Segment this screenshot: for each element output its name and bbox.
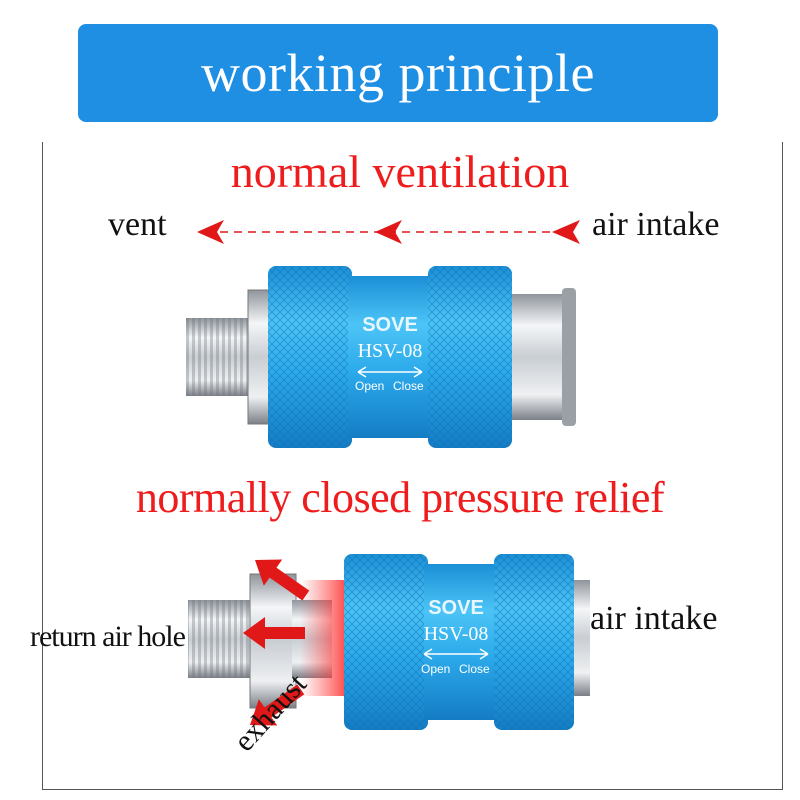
exhaust-glow [300, 580, 346, 696]
double-arrow-icon [423, 648, 489, 660]
return-air-hole-label: return air hole [30, 620, 186, 653]
close-label: Close [393, 379, 424, 393]
arrow-head-icon [552, 220, 580, 244]
air-intake-label-top: air intake [592, 206, 720, 243]
heading-pressure-relief: normally closed pressure relief [135, 473, 665, 522]
exhaust-arrows [243, 559, 310, 726]
model-label: HSV-08 [358, 340, 423, 362]
heading-normal-ventilation: normal ventilation [230, 146, 570, 197]
open-label: Open [355, 379, 384, 393]
content-frame [42, 142, 783, 790]
flow-arrow-top [197, 220, 580, 244]
arrow-up-left-icon [255, 559, 310, 601]
vent-label: vent [108, 206, 167, 243]
brand-mark: SOVE [428, 597, 484, 619]
title-banner: working principle [78, 24, 718, 122]
brand-mark: SOVE [362, 314, 418, 336]
double-arrow-icon [357, 366, 423, 378]
arrow-head-icon [197, 220, 224, 244]
valve-bottom: SOVE HSV-08 Open Close [188, 554, 590, 730]
arrow-down-left-icon [250, 684, 305, 726]
page-title: working principle [201, 43, 595, 103]
arrow-left-icon [243, 617, 305, 649]
arrow-head-icon [375, 220, 402, 244]
close-label: Close [459, 662, 490, 676]
model-label: HSV-08 [424, 623, 489, 645]
open-label: Open [421, 662, 450, 676]
air-intake-label-bottom: air intake [590, 600, 718, 637]
valve-top: SOVE HSV-08 Open Close [186, 266, 576, 448]
